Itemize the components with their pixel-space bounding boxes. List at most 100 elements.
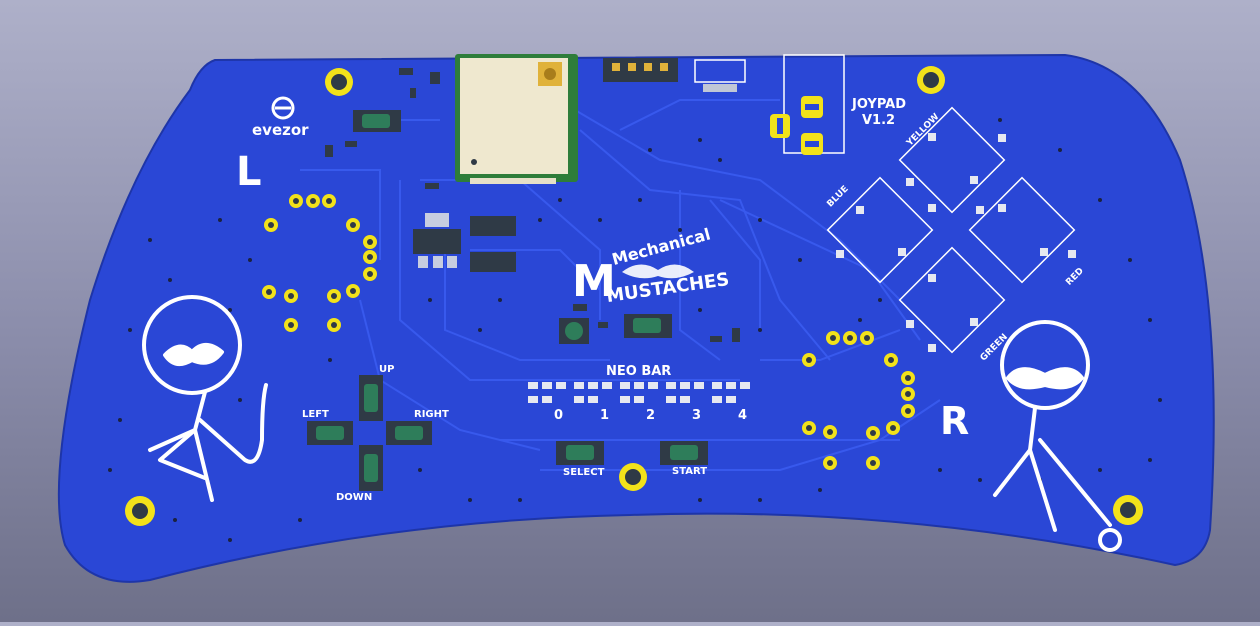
via <box>1098 198 1102 202</box>
mustache-man-right <box>993 320 1122 552</box>
neo-led-0 <box>528 382 566 403</box>
via <box>108 468 112 472</box>
through-hole-pads <box>262 194 915 470</box>
red-button-footprint <box>968 176 1076 284</box>
neo-bar-indices: 0 1 2 3 4 <box>554 408 747 423</box>
via <box>698 308 702 312</box>
dpad-right-switch <box>386 421 432 445</box>
usb-connector <box>694 59 746 92</box>
board-version: V1.2 <box>862 113 895 128</box>
neo-index-0: 0 <box>554 408 563 423</box>
via <box>218 218 222 222</box>
mechanical-mustaches-logo <box>622 264 694 279</box>
shoulder-r-label: R <box>940 399 969 443</box>
mounting-hole <box>325 68 353 96</box>
face-buttons <box>826 106 1076 354</box>
boot-switch <box>624 314 672 338</box>
green-button-footprint <box>898 246 1006 354</box>
via <box>228 308 232 312</box>
via <box>598 218 602 222</box>
via <box>648 148 652 152</box>
passive-components <box>325 68 740 342</box>
dpad-right-label: RIGHT <box>414 409 449 420</box>
via <box>1148 318 1152 322</box>
via <box>1148 458 1152 462</box>
via <box>1058 148 1062 152</box>
via <box>878 298 882 302</box>
yellow-button-footprint <box>898 106 1006 214</box>
mounting-hole <box>619 463 647 491</box>
via <box>248 258 252 262</box>
via <box>428 298 432 302</box>
select-switch <box>556 441 604 465</box>
reset-switch <box>559 318 589 344</box>
via <box>118 418 122 422</box>
dpad-up-label: UP <box>379 364 394 375</box>
start-label: START <box>672 466 707 477</box>
mounting-hole <box>917 66 945 94</box>
tactile-switches <box>307 110 708 491</box>
via <box>858 318 862 322</box>
via <box>698 498 702 502</box>
neo-led-1 <box>574 382 612 403</box>
neo-index-4: 4 <box>738 408 747 423</box>
via <box>678 228 682 232</box>
via <box>128 328 132 332</box>
via <box>468 498 472 502</box>
via <box>718 158 722 162</box>
via <box>168 278 172 282</box>
via <box>328 358 332 362</box>
mustache-man-left <box>142 295 268 502</box>
dpad-down-label: DOWN <box>336 492 372 503</box>
neo-index-1: 1 <box>600 408 609 423</box>
evezor-logo-icon <box>271 96 295 120</box>
neo-index-3: 3 <box>692 408 701 423</box>
via <box>498 298 502 302</box>
via <box>538 218 542 222</box>
via <box>173 518 177 522</box>
regulator <box>413 213 516 272</box>
copper-traces <box>300 99 941 471</box>
blue-button-footprint <box>826 176 934 284</box>
via <box>1098 468 1102 472</box>
via <box>698 138 702 142</box>
mounting-hole <box>1113 495 1143 525</box>
neo-index-2: 2 <box>646 408 655 423</box>
shoulder-l-label: L <box>236 149 262 195</box>
via <box>1158 398 1162 402</box>
shoulder-l-switch <box>353 110 401 132</box>
via <box>238 398 242 402</box>
via <box>638 198 642 202</box>
logo-big-m: M <box>572 256 616 307</box>
select-label: SELECT <box>563 467 605 478</box>
power-switch <box>770 54 845 155</box>
via <box>978 478 982 482</box>
board-title: JOYPAD <box>851 97 906 112</box>
neo-bar-label: NEO BAR <box>606 364 671 379</box>
vias <box>108 118 1162 542</box>
mounting-hole <box>125 496 155 526</box>
header-connector <box>603 58 678 82</box>
via <box>418 468 422 472</box>
neo-led-4 <box>712 382 750 403</box>
via <box>758 498 762 502</box>
via <box>758 328 762 332</box>
via <box>1128 258 1132 262</box>
dpad-down-switch <box>359 445 383 491</box>
brand-label: evezor <box>252 121 309 139</box>
via <box>758 218 762 222</box>
dpad-left-switch <box>307 421 353 445</box>
via <box>478 328 482 332</box>
via <box>558 198 562 202</box>
wifi-module <box>455 54 578 184</box>
via <box>518 498 522 502</box>
neo-led-3 <box>666 382 704 403</box>
via <box>148 238 152 242</box>
via <box>818 488 822 492</box>
dpad-left-label: LEFT <box>302 409 329 420</box>
mounting-holes <box>125 66 1143 526</box>
via <box>998 118 1002 122</box>
via <box>938 468 942 472</box>
via <box>298 518 302 522</box>
